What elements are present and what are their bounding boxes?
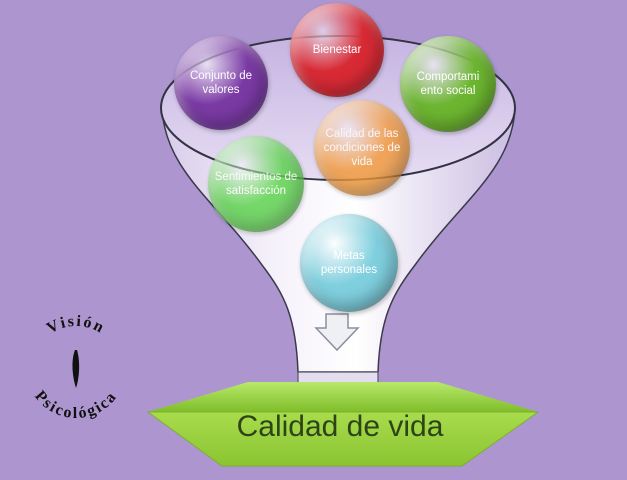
- down-arrow-icon: [314, 313, 360, 352]
- node-sentimientos-de-satisfaccion: Sentimientos de satisfacción: [208, 136, 304, 232]
- result-label: Calidad de vida: [236, 410, 444, 443]
- node-calidad-condiciones-de-vida: Calidad de las condiciones de vida: [314, 100, 410, 196]
- svg-text:Visión: Visión: [44, 313, 108, 337]
- svg-text:Psicológica: Psicológica: [31, 388, 120, 422]
- result-trapezoid-top: [148, 382, 538, 412]
- result-trapezoid-front: [146, 411, 540, 467]
- node-metas-personales: Metas personales: [300, 214, 398, 312]
- node-comportamiento-social: Comportami ento social: [400, 36, 496, 132]
- node-conjunto-de-valores: Conjunto de valores: [174, 36, 268, 130]
- node-bienestar: Bienestar: [290, 3, 384, 97]
- vision-psicologica-logo: Visión Psicológica: [31, 313, 120, 422]
